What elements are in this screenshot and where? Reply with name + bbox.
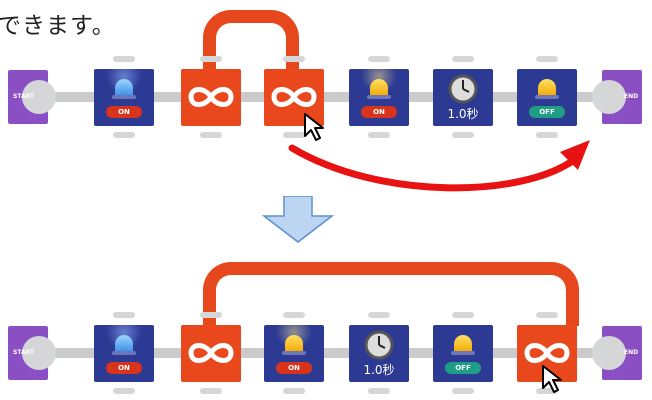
lamp-icon	[115, 79, 133, 96]
lamp-icon	[454, 335, 472, 352]
program-row-after: START ON ON 1.0秒 OFF END	[0, 262, 652, 400]
end-block[interactable]: END	[592, 326, 642, 380]
pointer-cursor-icon	[542, 365, 562, 393]
light-on-block[interactable]: ON	[349, 56, 409, 138]
wait-duration: 1.0秒	[363, 363, 395, 377]
infinity-icon	[524, 343, 570, 363]
repeat-block[interactable]	[181, 56, 241, 138]
start-connector	[22, 80, 56, 114]
connector-rail	[40, 92, 630, 102]
infinity-icon	[188, 87, 234, 107]
state-badge: ON	[106, 106, 142, 118]
repeat-block[interactable]	[264, 56, 324, 138]
wait-block[interactable]: 1.0秒	[349, 312, 409, 394]
repeat-loop-bracket	[203, 262, 579, 326]
state-badge: ON	[361, 106, 397, 118]
start-block[interactable]: START	[8, 70, 56, 124]
lamp-icon	[538, 79, 556, 96]
infinity-icon	[188, 343, 234, 363]
pointer-cursor-icon	[304, 113, 324, 141]
start-label: START	[13, 93, 35, 100]
program-row-before: START ON ON 1.0秒 OFF END	[0, 10, 652, 144]
end-block[interactable]: END	[592, 70, 642, 124]
infinity-icon	[271, 87, 317, 107]
down-arrow-icon	[261, 196, 335, 243]
light-off-block[interactable]: OFF	[433, 312, 493, 394]
connector-rail	[40, 348, 630, 358]
wait-duration: 1.0秒	[447, 107, 479, 121]
lamp-icon	[285, 335, 303, 352]
light-on-block[interactable]: ON	[94, 312, 154, 394]
light-on-block[interactable]: ON	[94, 56, 154, 138]
instruction-caption: できます。	[0, 13, 116, 39]
light-off-block[interactable]: OFF	[517, 56, 577, 138]
end-connector	[592, 80, 626, 114]
end-label: END	[624, 349, 639, 356]
state-badge: OFF	[529, 106, 565, 118]
start-block[interactable]: START	[8, 326, 56, 380]
clock-icon	[448, 74, 478, 104]
start-label: START	[13, 349, 35, 356]
lamp-icon	[115, 335, 133, 352]
end-connector	[592, 336, 626, 370]
state-badge: OFF	[445, 362, 481, 374]
state-badge: ON	[276, 362, 312, 374]
state-badge: ON	[106, 362, 142, 374]
repeat-block[interactable]	[181, 312, 241, 394]
end-label: END	[624, 93, 639, 100]
start-connector	[22, 336, 56, 370]
light-on-block[interactable]: ON	[264, 312, 324, 394]
wait-block[interactable]: 1.0秒	[433, 56, 493, 138]
repeat-loop-bracket	[203, 10, 299, 70]
clock-icon	[364, 330, 394, 360]
lamp-icon	[370, 79, 388, 96]
